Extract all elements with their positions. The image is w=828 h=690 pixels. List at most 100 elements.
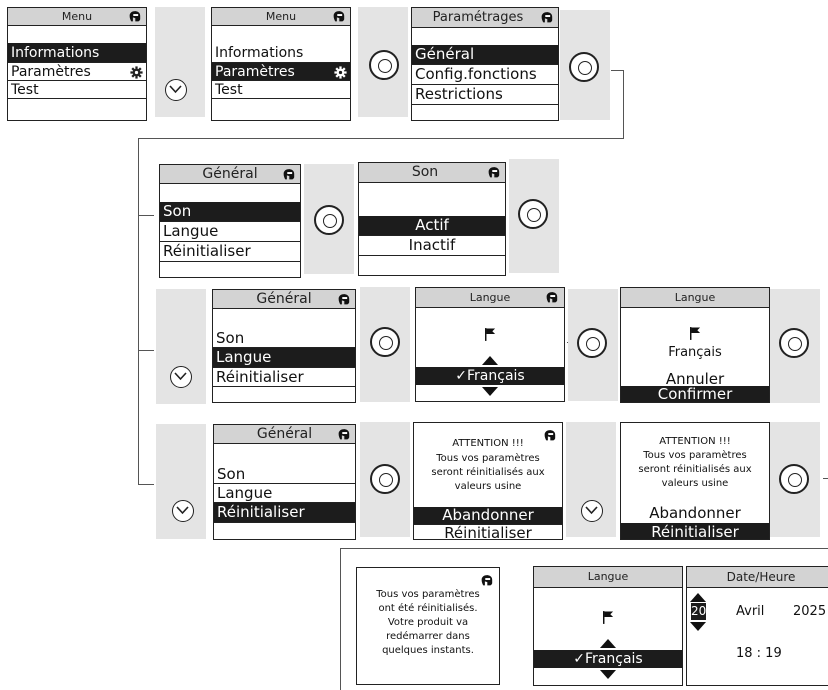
- helmet-icon: [332, 10, 345, 23]
- connector-line: [340, 548, 828, 549]
- screen-title: Date/Heure: [726, 570, 796, 584]
- menu-item-label: Config.fonctions: [415, 65, 537, 83]
- screen-title: Paramétrages: [432, 10, 524, 25]
- language-value[interactable]: ✓Français: [534, 650, 682, 668]
- helmet-icon: [487, 166, 500, 179]
- menu-item-son[interactable]: Son: [213, 329, 355, 348]
- langue-confirm-screen: Langue Français Annuler Confirmer: [620, 287, 770, 403]
- menu-item-parametres[interactable]: Paramètres: [8, 63, 146, 81]
- ok-button-icon[interactable]: [569, 52, 599, 82]
- screen-header: Son: [359, 163, 505, 183]
- warning-line: seront réinitialisés aux: [431, 467, 545, 478]
- cancel-option[interactable]: Annuler: [665, 370, 725, 388]
- confirm-option[interactable]: Confirmer: [621, 386, 769, 402]
- general-screen: Général Son Langue Réinitialiser: [213, 424, 356, 540]
- langue-screen: Langue ✓Français: [415, 287, 565, 402]
- ok-button-icon[interactable]: [577, 328, 607, 358]
- screen-header: Paramétrages: [412, 8, 558, 28]
- warning-line: seront réinitialisés aux: [638, 464, 752, 475]
- message-line: quelques instants.: [382, 645, 474, 656]
- helmet-icon: [480, 574, 493, 587]
- abandon-option[interactable]: Abandonner: [649, 504, 741, 522]
- message-line: ont été réinitialisés.: [378, 603, 478, 614]
- menu-item-test[interactable]: Test: [212, 81, 350, 99]
- screen-header: Date/Heure: [687, 567, 828, 588]
- reset-done-screen: Tous vos paramètres ont été réinitialisé…: [356, 567, 500, 685]
- chevron-down-button-icon[interactable]: [165, 79, 187, 101]
- language-label: ✓Français: [573, 651, 643, 667]
- screen-title: Général: [256, 426, 313, 442]
- month-value[interactable]: Avril: [736, 604, 765, 619]
- chevron-down-button-icon[interactable]: [170, 366, 192, 388]
- menu-item-reinitialiser[interactable]: Réinitialiser: [213, 368, 355, 387]
- flag-icon: [485, 328, 496, 341]
- reset-option[interactable]: Réinitialiser: [414, 525, 562, 539]
- connector-line: [340, 548, 341, 690]
- langue-screen: Langue ✓Français: [533, 566, 683, 686]
- connector-line: [623, 70, 624, 138]
- menu-item-label: Test: [215, 81, 243, 98]
- menu-item-langue[interactable]: Langue: [213, 348, 355, 368]
- year-value[interactable]: 2025: [793, 604, 827, 619]
- helmet-icon: [540, 11, 553, 24]
- button-panel: [155, 7, 205, 117]
- menu-item-informations[interactable]: Informations: [212, 43, 350, 63]
- menu-item-langue[interactable]: Langue: [214, 484, 355, 503]
- option-actif[interactable]: Actif: [359, 216, 505, 236]
- menu-item-langue[interactable]: Langue: [160, 222, 300, 242]
- menu-item-label: Langue: [217, 483, 273, 502]
- menu-item-label: Informations: [215, 44, 304, 61]
- menu-item-general[interactable]: Général: [412, 45, 558, 65]
- menu-item-label: Général: [415, 45, 475, 63]
- menu-item-label: Réinitialiser: [217, 503, 305, 521]
- menu-item-parametres[interactable]: Paramètres: [212, 63, 350, 81]
- reset-warning-screen: ATTENTION !!! Tous vos paramètres seront…: [620, 422, 770, 540]
- menu-item-label: Test: [11, 81, 39, 98]
- ok-button-icon[interactable]: [370, 327, 400, 357]
- ok-button-icon[interactable]: [779, 328, 809, 358]
- connector-line: [611, 70, 624, 71]
- menu-item-restrictions[interactable]: Restrictions: [412, 85, 558, 105]
- helmet-icon: [337, 428, 350, 441]
- menu-item-reinitialiser[interactable]: Réinitialiser: [160, 242, 300, 262]
- warning-title: ATTENTION !!!: [659, 436, 731, 447]
- menu-item-label: Son: [216, 328, 245, 347]
- reset-option[interactable]: Réinitialiser: [621, 523, 769, 539]
- language-label: Français: [668, 345, 722, 360]
- helmet-icon: [128, 10, 141, 23]
- arrow-up-icon: [482, 356, 498, 365]
- ok-button-icon[interactable]: [369, 50, 399, 80]
- menu-item-informations[interactable]: Informations: [8, 43, 146, 63]
- menu-item-son[interactable]: Son: [160, 202, 300, 222]
- menu-item-label: Réinitialiser: [216, 367, 304, 386]
- option-inactif[interactable]: Inactif: [359, 236, 505, 256]
- arrow-down-icon: [600, 670, 616, 679]
- connector-line: [823, 478, 828, 479]
- menu-item-config-fonctions[interactable]: Config.fonctions: [412, 65, 558, 85]
- time-value[interactable]: 18 : 19: [736, 646, 782, 661]
- menu-item-label: Son: [163, 202, 192, 220]
- screen-header: Menu: [8, 8, 146, 26]
- ok-button-icon[interactable]: [314, 205, 344, 235]
- connector-line: [138, 215, 154, 216]
- chevron-down-button-icon[interactable]: [172, 500, 194, 522]
- day-value[interactable]: 20: [691, 603, 706, 620]
- menu-item-test[interactable]: Test: [8, 81, 146, 99]
- menu-item-label: Langue: [216, 348, 272, 366]
- screen-header: Langue: [416, 288, 564, 308]
- menu-screen: Menu Informations Paramètres Test: [211, 7, 351, 121]
- language-value[interactable]: ✓Français: [416, 367, 564, 385]
- ok-button-icon[interactable]: [518, 199, 548, 229]
- connector-line: [138, 350, 154, 351]
- ok-button-icon[interactable]: [370, 464, 400, 494]
- general-screen: Général Son Langue Réinitialiser: [212, 289, 356, 403]
- arrow-down-icon: [482, 387, 498, 396]
- menu-item-reinitialiser[interactable]: Réinitialiser: [214, 503, 355, 523]
- menu-item-son[interactable]: Son: [214, 465, 355, 484]
- screen-title: Général: [202, 166, 258, 182]
- option-label: Inactif: [408, 236, 456, 254]
- chevron-down-button-icon[interactable]: [581, 500, 603, 522]
- screen-header: Général: [214, 425, 355, 444]
- abandon-option[interactable]: Abandonner: [414, 507, 562, 525]
- ok-button-icon[interactable]: [779, 464, 809, 494]
